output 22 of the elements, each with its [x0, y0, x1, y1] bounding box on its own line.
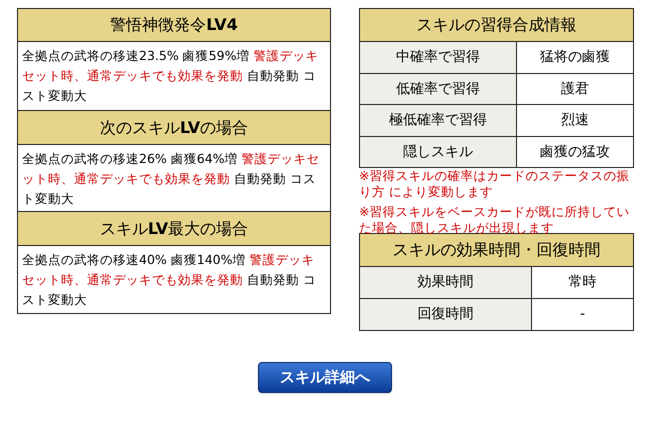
skill-detail-button: スキル詳細へ — [258, 362, 392, 393]
note-text: ※習得スキルの確率はカードのステータスの振り方 により変動します — [359, 168, 630, 201]
description-text: 全拠点の武将の移速40% 鹵獲140%増 警護デッキセット時、通常デッキでも効果を発動 自動発動 コスト変動大 — [22, 251, 317, 309]
table-cell: 極低確率で習得 — [359, 104, 517, 137]
description-cell — [17, 144, 331, 212]
description-cell — [17, 41, 331, 111]
header-cell: 警悟神徴発令LV4 — [17, 8, 331, 42]
table-cell: 鹵獲の猛攻 — [516, 136, 634, 168]
table-cell: 効果時間 — [359, 266, 532, 299]
table-cell: 隠しスキル — [359, 136, 517, 168]
header-cell: 次のスキルLVの場合 — [17, 110, 331, 145]
header-cell: スキルLV最大の場合 — [17, 211, 331, 246]
table-cell: 中確率で習得 — [359, 41, 517, 74]
header-cell: スキルの習得合成情報 — [359, 8, 634, 42]
header-cell: スキルの効果時間・回復時間 — [359, 233, 634, 267]
description-cell — [17, 245, 331, 314]
description-text: 全拠点の武将の移速26% 鹵獲64%増 警護デッキセット時、通常デッキでも効果を発動 自動発動 コスト変動大 — [22, 150, 321, 208]
table-cell: 低確率で習得 — [359, 73, 517, 105]
table-cell: - — [531, 298, 634, 331]
description-text: 全拠点の武将の移速23.5% 鹵獲59%増 警護デッキセット時、通常デッキでも効果を発動 自動発動 コスト変動大 — [22, 47, 320, 105]
table-cell: 回復時間 — [359, 298, 532, 331]
note-text: ※習得スキルをベースカードが既に所持していた場合、隠しスキルが出現します — [359, 204, 630, 232]
